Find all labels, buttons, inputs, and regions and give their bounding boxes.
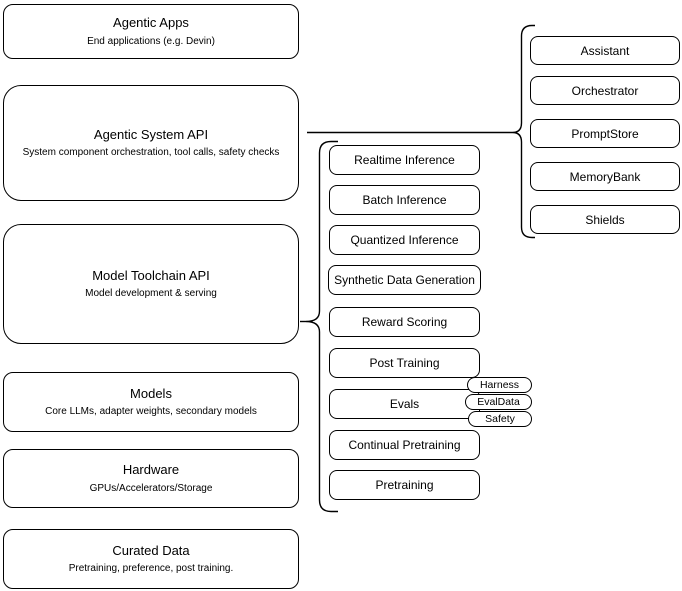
toolchain-item-label: Synthetic Data Generation — [334, 273, 475, 287]
toolchain-item-quantized-inference: Quantized Inference — [329, 225, 480, 255]
evals-tag-label: Harness — [479, 379, 520, 391]
toolchain-item-label: Batch Inference — [362, 193, 447, 207]
layer-hardware-subtitle: GPUs/Accelerators/Storage — [89, 482, 213, 494]
toolchain-item-synthetic-data-generation: Synthetic Data Generation — [328, 265, 481, 295]
evals-tag-harness: Harness — [467, 377, 532, 393]
toolchain-item-pretraining: Pretraining — [329, 470, 480, 500]
layer-model-toolchain-api: Model Toolchain API Model development & … — [3, 224, 299, 344]
evals-tag-safety: Safety — [468, 411, 532, 427]
system-component-shields: Shields — [530, 205, 680, 234]
layer-models: Models Core LLMs, adapter weights, secon… — [3, 372, 299, 432]
toolchain-item-label: Realtime Inference — [354, 153, 455, 167]
layer-hardware: Hardware GPUs/Accelerators/Storage — [3, 449, 299, 508]
layer-agentic-system-api-subtitle: System component orchestration, tool cal… — [22, 147, 280, 159]
toolchain-item-continual-pretraining: Continual Pretraining — [329, 430, 480, 460]
system-component-label: MemoryBank — [569, 169, 641, 184]
toolchain-item-label: Continual Pretraining — [348, 438, 461, 452]
toolchain-item-reward-scoring: Reward Scoring — [329, 307, 480, 337]
layer-hardware-title: Hardware — [122, 462, 180, 478]
toolchain-item-label: Reward Scoring — [361, 315, 448, 329]
layer-models-subtitle: Core LLMs, adapter weights, secondary mo… — [45, 406, 257, 418]
toolchain-item-batch-inference: Batch Inference — [329, 185, 480, 215]
layer-model-toolchain-api-title: Model Toolchain API — [92, 267, 210, 283]
system-component-orchestrator: Orchestrator — [530, 76, 680, 105]
toolchain-item-label: Pretraining — [375, 478, 434, 492]
layer-agentic-system-api: Agentic System API System component orch… — [3, 85, 299, 201]
system-component-memorybank: MemoryBank — [530, 162, 680, 191]
toolchain-item-post-training: Post Training — [329, 348, 480, 378]
system-component-label: Assistant — [580, 43, 630, 58]
system-component-assistant: Assistant — [530, 36, 680, 65]
layer-agentic-apps-subtitle: End applications (e.g. Devin) — [87, 35, 215, 47]
layer-curated-data: Curated Data Pretraining, preference, po… — [3, 529, 299, 589]
toolchain-item-evals: Evals — [329, 389, 480, 419]
toolchain-item-label: Post Training — [369, 356, 440, 370]
layer-agentic-system-api-title: Agentic System API — [93, 126, 209, 142]
layer-curated-data-subtitle: Pretraining, preference, post training. — [68, 563, 234, 575]
layer-agentic-apps: Agentic Apps End applications (e.g. Devi… — [3, 4, 299, 59]
layer-agentic-apps-title: Agentic Apps — [113, 15, 189, 31]
toolchain-item-label: Evals — [389, 397, 420, 411]
layer-curated-data-title: Curated Data — [112, 542, 190, 558]
evals-tag-label: Safety — [485, 413, 515, 425]
layer-model-toolchain-api-subtitle: Model development & serving — [85, 288, 217, 300]
toolchain-item-label: Quantized Inference — [350, 233, 459, 247]
system-component-label: Shields — [585, 212, 625, 227]
toolchain-item-realtime-inference: Realtime Inference — [329, 145, 480, 175]
system-component-promptstore: PromptStore — [530, 119, 680, 148]
system-component-label: PromptStore — [571, 126, 639, 141]
layer-models-title: Models — [130, 385, 172, 401]
system-component-label: Orchestrator — [571, 83, 639, 98]
evals-tag-evaldata: EvalData — [465, 394, 532, 410]
evals-tag-label: EvalData — [477, 396, 520, 408]
